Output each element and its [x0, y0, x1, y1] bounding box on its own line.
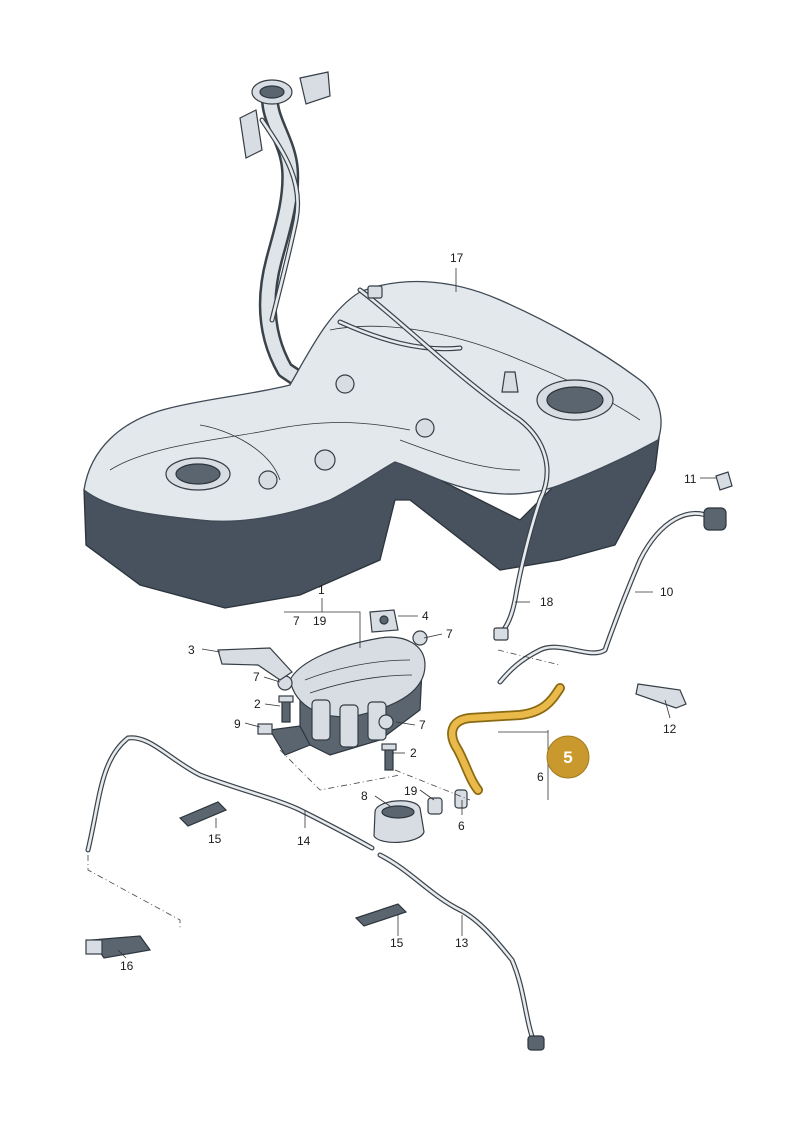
- highlight-badge: 5: [546, 735, 590, 779]
- callout-18: 18: [540, 595, 554, 609]
- callout-10: 10: [660, 585, 674, 599]
- callout-7-c: 7: [253, 670, 260, 684]
- charcoal-canister: [277, 630, 428, 756]
- callout-4: 4: [422, 609, 429, 623]
- callout-7-a: 7: [293, 614, 300, 628]
- callout-2-a: 2: [254, 697, 261, 711]
- callout-2-b: 2: [410, 746, 417, 760]
- fuel-line-lower: [377, 852, 545, 1051]
- callout-7-b: 7: [446, 627, 453, 641]
- badge-label: 5: [563, 748, 572, 767]
- holder-clip: [369, 609, 399, 633]
- pressure-valve: [373, 789, 468, 843]
- bracket: [217, 647, 293, 681]
- callout-7-d: 7: [419, 718, 426, 732]
- callout-3: 3: [188, 643, 195, 657]
- filler-neck: [239, 71, 331, 389]
- connector: [85, 935, 152, 959]
- leader-lines: [117, 268, 716, 959]
- clamps: [178, 801, 408, 927]
- callout-12: 12: [663, 722, 677, 736]
- callouts: 17 11 10 18 1 7 19 4 7 3 7 2 9 7 2 12 6 …: [120, 251, 697, 973]
- callout-17: 17: [450, 251, 464, 265]
- callout-19-b: 19: [404, 784, 418, 798]
- callout-11: 11: [684, 472, 697, 486]
- callout-14: 14: [297, 834, 311, 848]
- highlighted-hose: [447, 683, 565, 795]
- callout-15-a: 15: [208, 832, 222, 846]
- screws: [278, 695, 397, 771]
- callout-15-b: 15: [390, 936, 404, 950]
- callout-9: 9: [234, 717, 241, 731]
- callout-8: 8: [361, 789, 368, 803]
- line-holder: [635, 683, 687, 709]
- callout-16: 16: [120, 959, 134, 973]
- callout-6-b: 6: [458, 819, 465, 833]
- callout-19-a: 19: [313, 614, 327, 628]
- group-lines: [87, 649, 561, 930]
- valve: [257, 723, 311, 756]
- fuel-tank: [83, 280, 662, 641]
- callout-1: 1: [318, 583, 325, 597]
- callout-6-a: 6: [537, 770, 544, 784]
- fuel-line-upper: [85, 735, 375, 853]
- callout-13: 13: [455, 936, 469, 950]
- vent-line: [497, 471, 733, 685]
